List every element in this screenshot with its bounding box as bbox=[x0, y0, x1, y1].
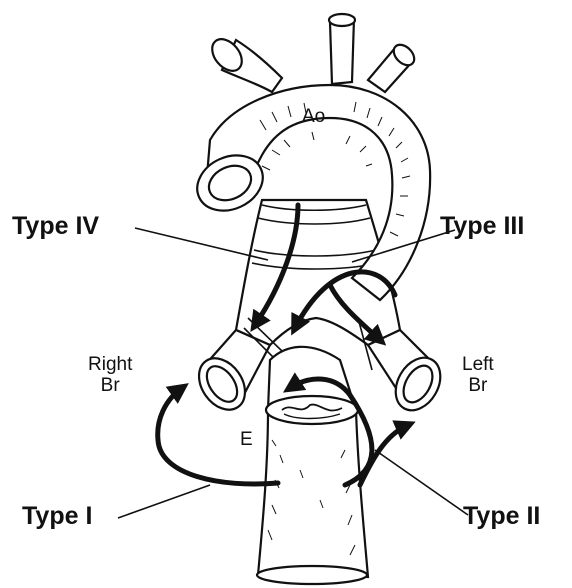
type-iii-label: Type III bbox=[440, 213, 524, 241]
left-bronchus-line2: Br bbox=[468, 376, 487, 397]
esophagus-label: E bbox=[240, 430, 253, 451]
type-ii-label: Type II bbox=[463, 503, 540, 531]
esophagus-shape bbox=[257, 410, 368, 584]
right-bronchus-line1: Right bbox=[88, 355, 132, 376]
right-bronchus-label: Right Br bbox=[88, 355, 132, 397]
type-iv-label: Type IV bbox=[12, 213, 99, 241]
aorta-label: Ao bbox=[302, 107, 325, 128]
type-i-label: Type I bbox=[22, 503, 92, 531]
right-bronchus-line2: Br bbox=[101, 376, 120, 397]
left-bronchus-line1: Left bbox=[462, 355, 494, 376]
left-bronchus-label: Left Br bbox=[462, 355, 494, 397]
